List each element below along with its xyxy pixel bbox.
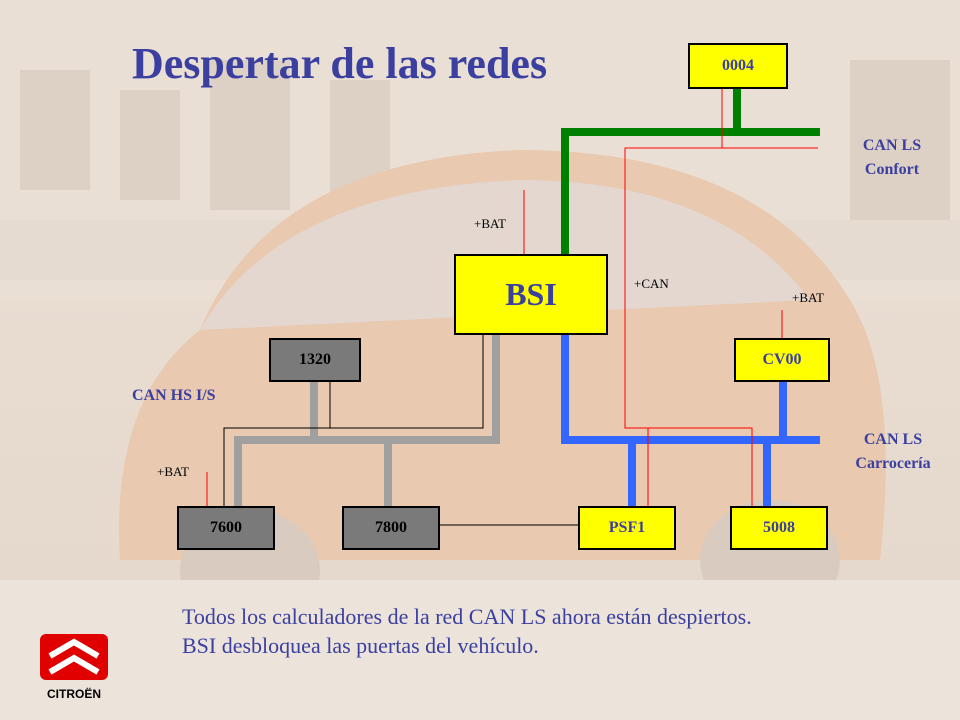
- signal-wires: [223, 334, 580, 526]
- label-bat-7600: +BAT: [157, 464, 189, 479]
- label-bat-cv00: +BAT: [792, 290, 824, 305]
- node-cv00: CV00: [734, 338, 830, 382]
- node-7600: 7600: [177, 506, 275, 550]
- can-ls-carroceria-bus: [561, 334, 820, 508]
- node-bsi: BSI: [454, 254, 608, 335]
- node-7800: 7800: [342, 506, 440, 550]
- label-can-ls-confort: CAN LS Confort: [842, 134, 942, 182]
- node-0004: 0004: [688, 43, 788, 89]
- citroen-logo: CITROËN: [38, 632, 110, 701]
- page-title: Despertar de las redes: [132, 39, 548, 88]
- label-can: +CAN: [634, 276, 669, 291]
- node-psf1: PSF1: [578, 506, 676, 550]
- footer-text: Todos los calculadores de la red CAN LS …: [182, 602, 752, 660]
- brand-name: CITROËN: [47, 687, 101, 701]
- label-line: CAN LS: [862, 137, 922, 154]
- can-hs-bus: [234, 334, 500, 508]
- node-1320: 1320: [269, 338, 361, 382]
- label-line: Confort: [864, 161, 920, 178]
- label-line: Carrocería: [855, 455, 931, 472]
- can-ls-confort-bus: [561, 88, 820, 255]
- node-5008: 5008: [730, 506, 828, 550]
- label-line: CAN LS: [863, 431, 923, 448]
- wakeup-wires: [206, 88, 818, 508]
- chevrons-icon: [40, 634, 108, 680]
- label-can-ls-carroceria: CAN LS Carrocería: [840, 428, 946, 476]
- label-bat-bsi: +BAT: [474, 216, 506, 231]
- footer-line-1: Todos los calculadores de la red CAN LS …: [182, 604, 752, 629]
- footer-line-2: BSI desbloquea las puertas del vehículo.: [182, 633, 539, 658]
- label-can-hs: CAN HS I/S: [132, 387, 216, 404]
